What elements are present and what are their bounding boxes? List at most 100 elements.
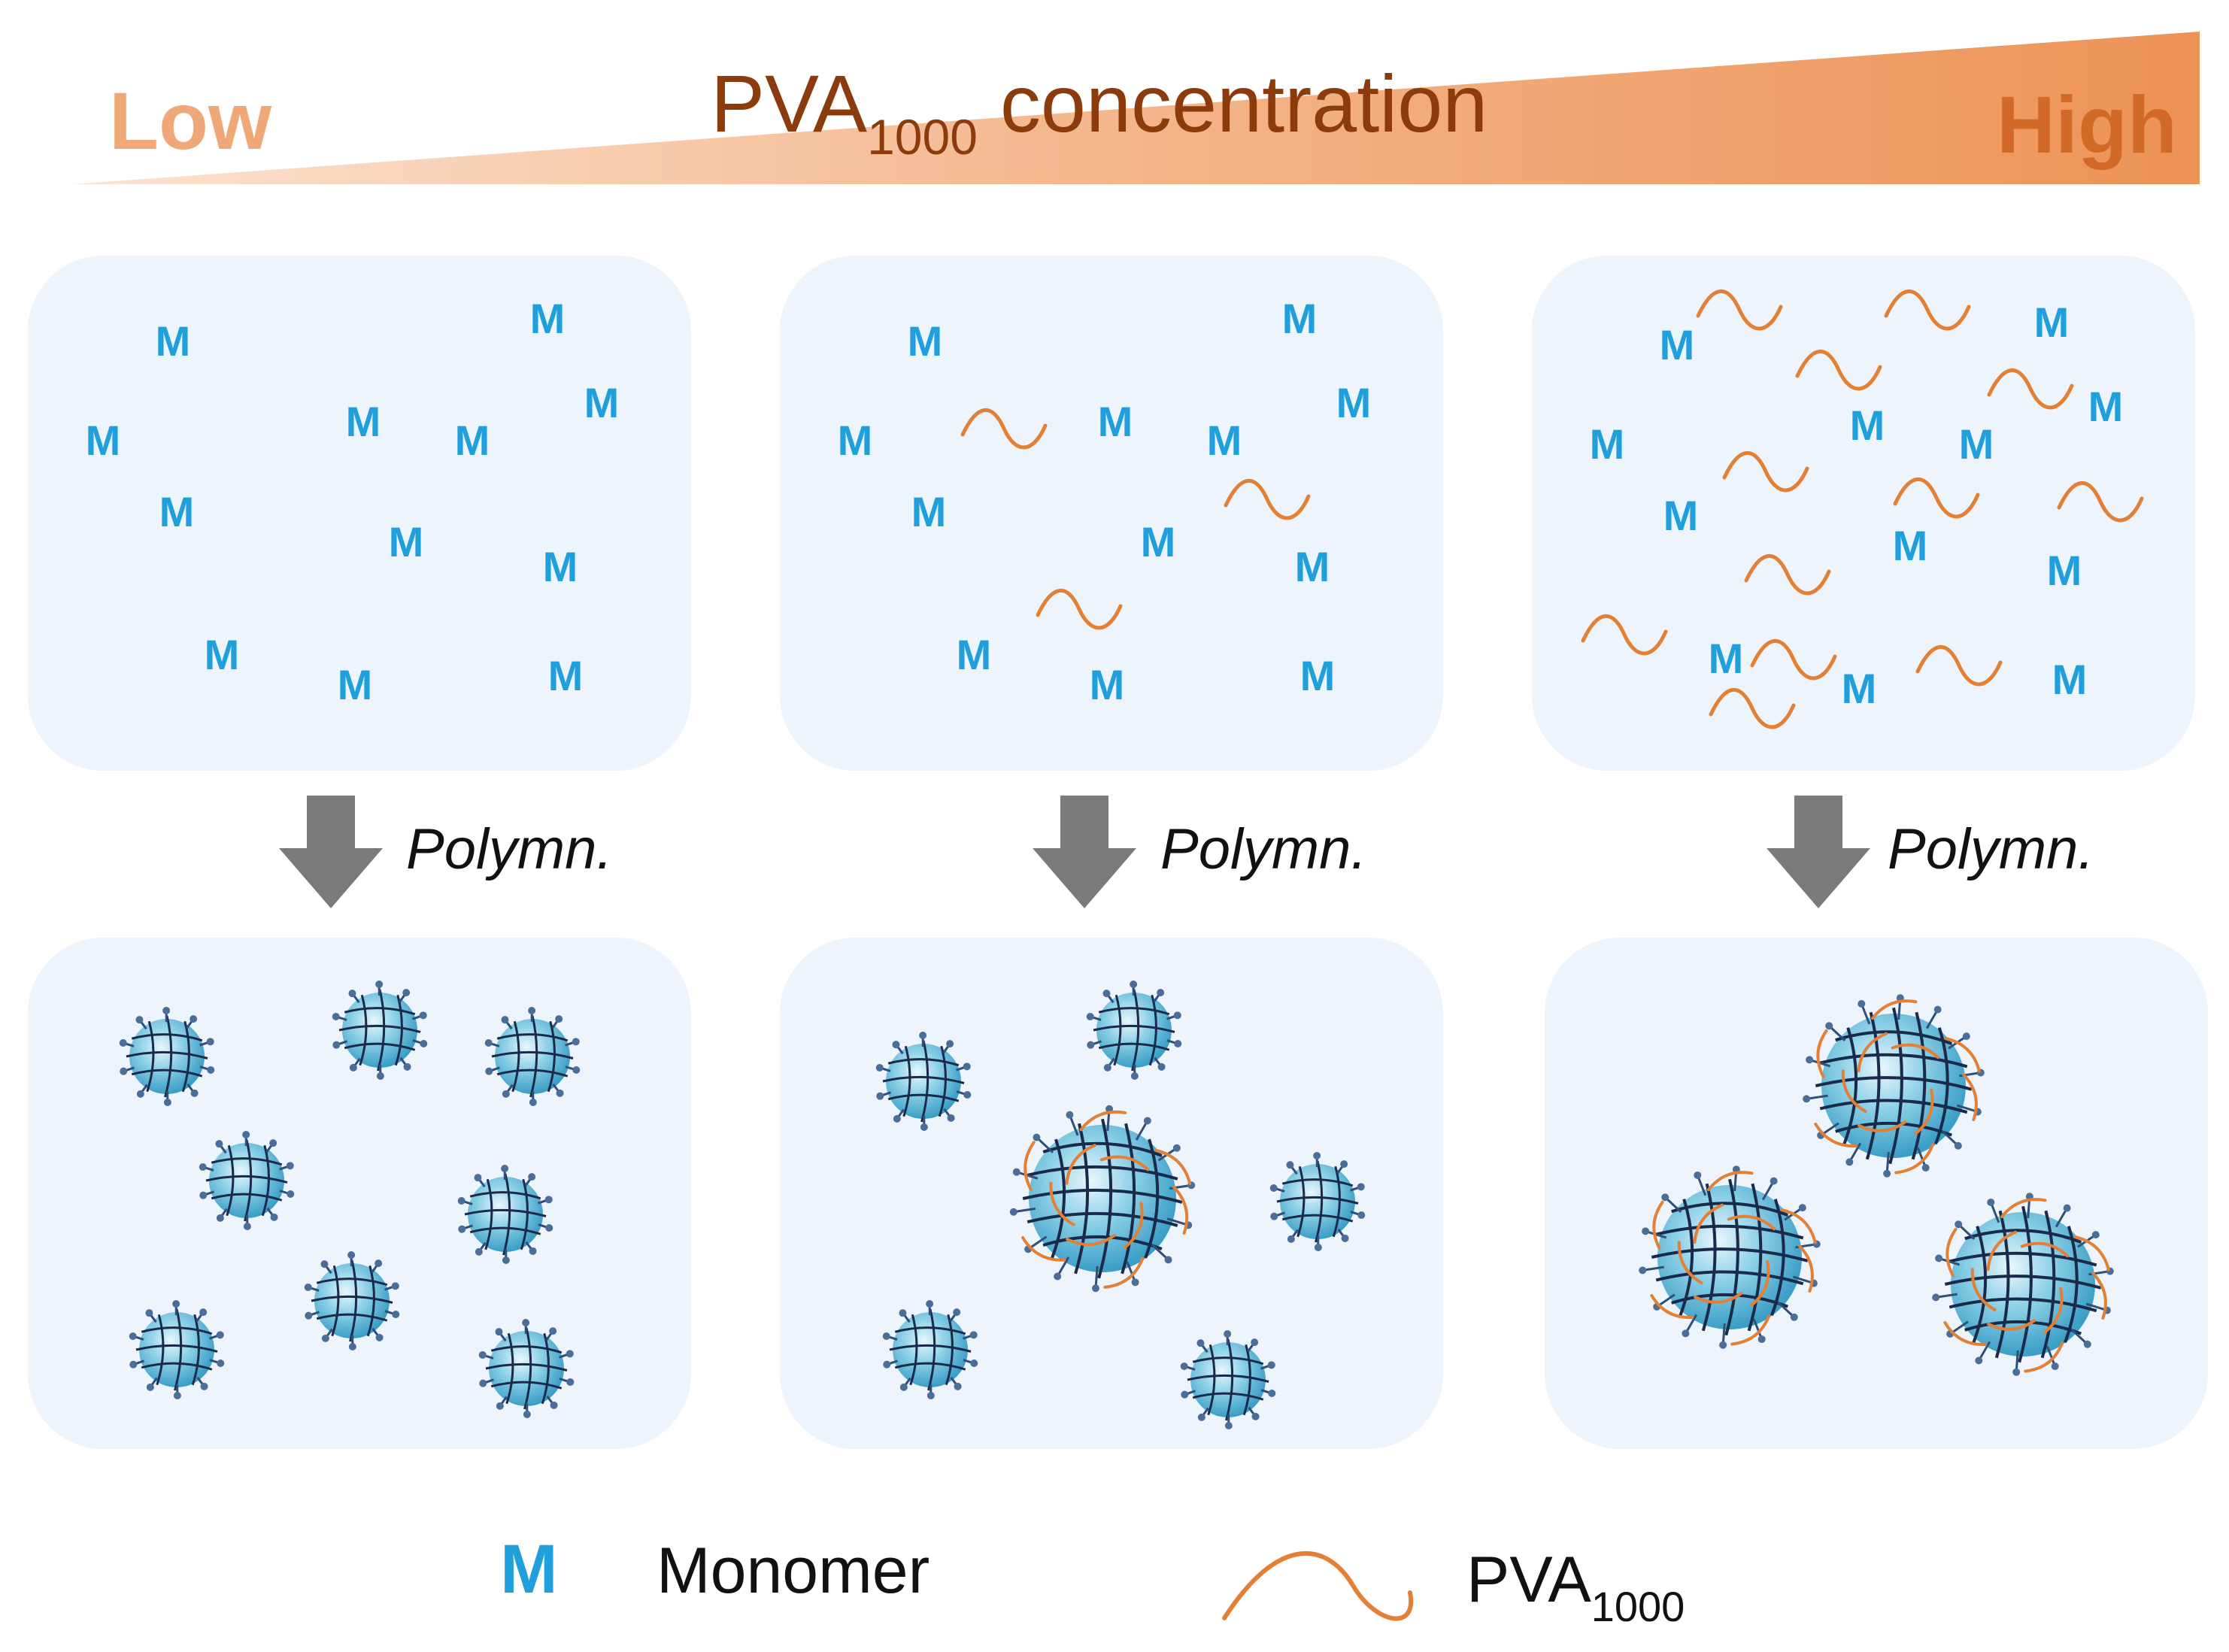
pva-chain [1224,478,1311,520]
monomer-symbol: M [1098,398,1133,445]
pva-chain [960,408,1048,450]
monomer-symbol: M [156,317,191,365]
legend-monomer-label: Monomer [657,1535,930,1607]
monomer-symbol: M [908,317,943,365]
pva-chain [1915,644,2003,687]
monomer-symbol: M [838,417,873,464]
monomer-symbol: M [159,488,195,535]
monomer-symbol: M [1663,492,1699,539]
polymer-particle-small [457,1165,553,1264]
pva-chain [1581,614,1668,656]
legend-pva-chain-icon [1222,1551,1414,1621]
pva-chain [1795,349,1882,391]
pva-chain [1036,588,1123,630]
title-pva: PVA [711,58,867,149]
polymer-particle-small [1086,981,1182,1080]
monomer-symbol: M [346,398,381,445]
monomer-symbol: M [1336,379,1372,426]
polymer-particle-small [882,1300,978,1399]
pva-chain [1884,289,1971,331]
monomer-symbol: M [1660,321,1695,368]
monomer-symbol: M [205,631,240,678]
particles-low-panel [119,981,581,1418]
concentration-title: PVA1000 concentration [711,58,1488,165]
monomer-symbol: M [543,543,578,590]
title-rest: concentration [978,58,1488,149]
legend-pva-label: PVA1000 [1466,1544,1685,1630]
pva-chain [1744,553,1831,596]
legend-pva-main: PVA [1466,1544,1591,1616]
monomer-symbol: M [2088,383,2124,430]
pva-chain [2057,480,2144,523]
monomer-symbol: M [2052,656,2088,703]
pva-chain [1750,638,1837,681]
polymn-label-low: Polymn. [406,817,613,881]
polymerization-arrow-mid [1033,796,1136,908]
monomer-symbol: M [1300,652,1336,699]
monomer-symbol: M [338,661,373,708]
title-subscript: 1000 [867,109,978,165]
high-label: High [1997,79,2177,170]
monomer-symbol: M [455,417,490,464]
polymer-particle-large [1639,1165,1821,1349]
polymn-label-high: Polymn. [1888,817,2094,881]
polymer-particle-small [1269,1152,1366,1251]
concentration-header: Low High PVA1000 concentration [71,32,2200,184]
polymer-particle-small [332,981,428,1080]
low-label: Low [109,75,272,166]
polymer-particle-small [484,1007,581,1106]
particles-high-panel [1639,994,2114,1376]
polymer-particle-small [304,1251,400,1350]
legend-pva-subscript: 1000 [1591,1583,1685,1630]
legend-monomer-symbol: M [500,1531,558,1608]
polymer-particle-large [1803,994,1985,1178]
monomer-symbol: M [389,518,424,565]
particles-mid-panel [875,981,1366,1429]
monomer-symbol: M [548,652,584,699]
down-arrow-icon [1033,796,1136,908]
pva-chains-high-panel [1581,289,2144,729]
monomer-symbol: M [530,295,566,342]
monomer-symbol: M [1850,402,1885,449]
polymer-particle-small [478,1319,575,1418]
monomer-symbol: M [1282,295,1318,342]
polymer-particle-small [129,1300,225,1399]
pva-chain [1696,289,1783,331]
polymerization-arrow-high [1767,796,1870,908]
monomer-symbol: M [1090,661,1125,708]
polymer-particle-large [1009,1105,1196,1293]
polymerization-arrow-low [279,796,383,908]
monomer-symbol: M [2034,299,2070,346]
monomer-symbol: M [1842,665,1877,712]
monomer-symbol: M [1959,420,1994,468]
pva-chain [1722,450,1809,493]
monomer-symbol: M [86,417,121,464]
pva-chain [1893,477,1980,519]
polymer-particle-small [199,1131,295,1230]
polymer-particle-small [875,1032,972,1131]
down-arrow-icon [279,796,383,908]
polymer-particle-small [1180,1330,1276,1429]
monomer-symbol: M [584,379,620,426]
pva-chain [1987,368,2074,410]
monomer-symbol: M [2047,547,2082,594]
monomer-symbol: M [1709,635,1744,682]
legend: M Monomer PVA1000 [500,1531,1685,1630]
monomer-symbol: M [1141,518,1176,565]
polymer-particle-large [1932,1193,2114,1376]
monomer-symbol: M [1207,417,1242,464]
monomer-symbol: M [911,488,947,535]
monomer-symbol: M [1893,522,1928,569]
panel-top-mid [780,256,1443,771]
polymer-particle-small [119,1007,215,1106]
pva-chains-mid-panel [960,408,1311,630]
panel-top-low [28,256,691,771]
monomer-symbol: M [1295,543,1330,590]
monomer-symbol: M [957,631,992,678]
pva-chain [1709,687,1796,729]
down-arrow-icon [1767,796,1870,908]
